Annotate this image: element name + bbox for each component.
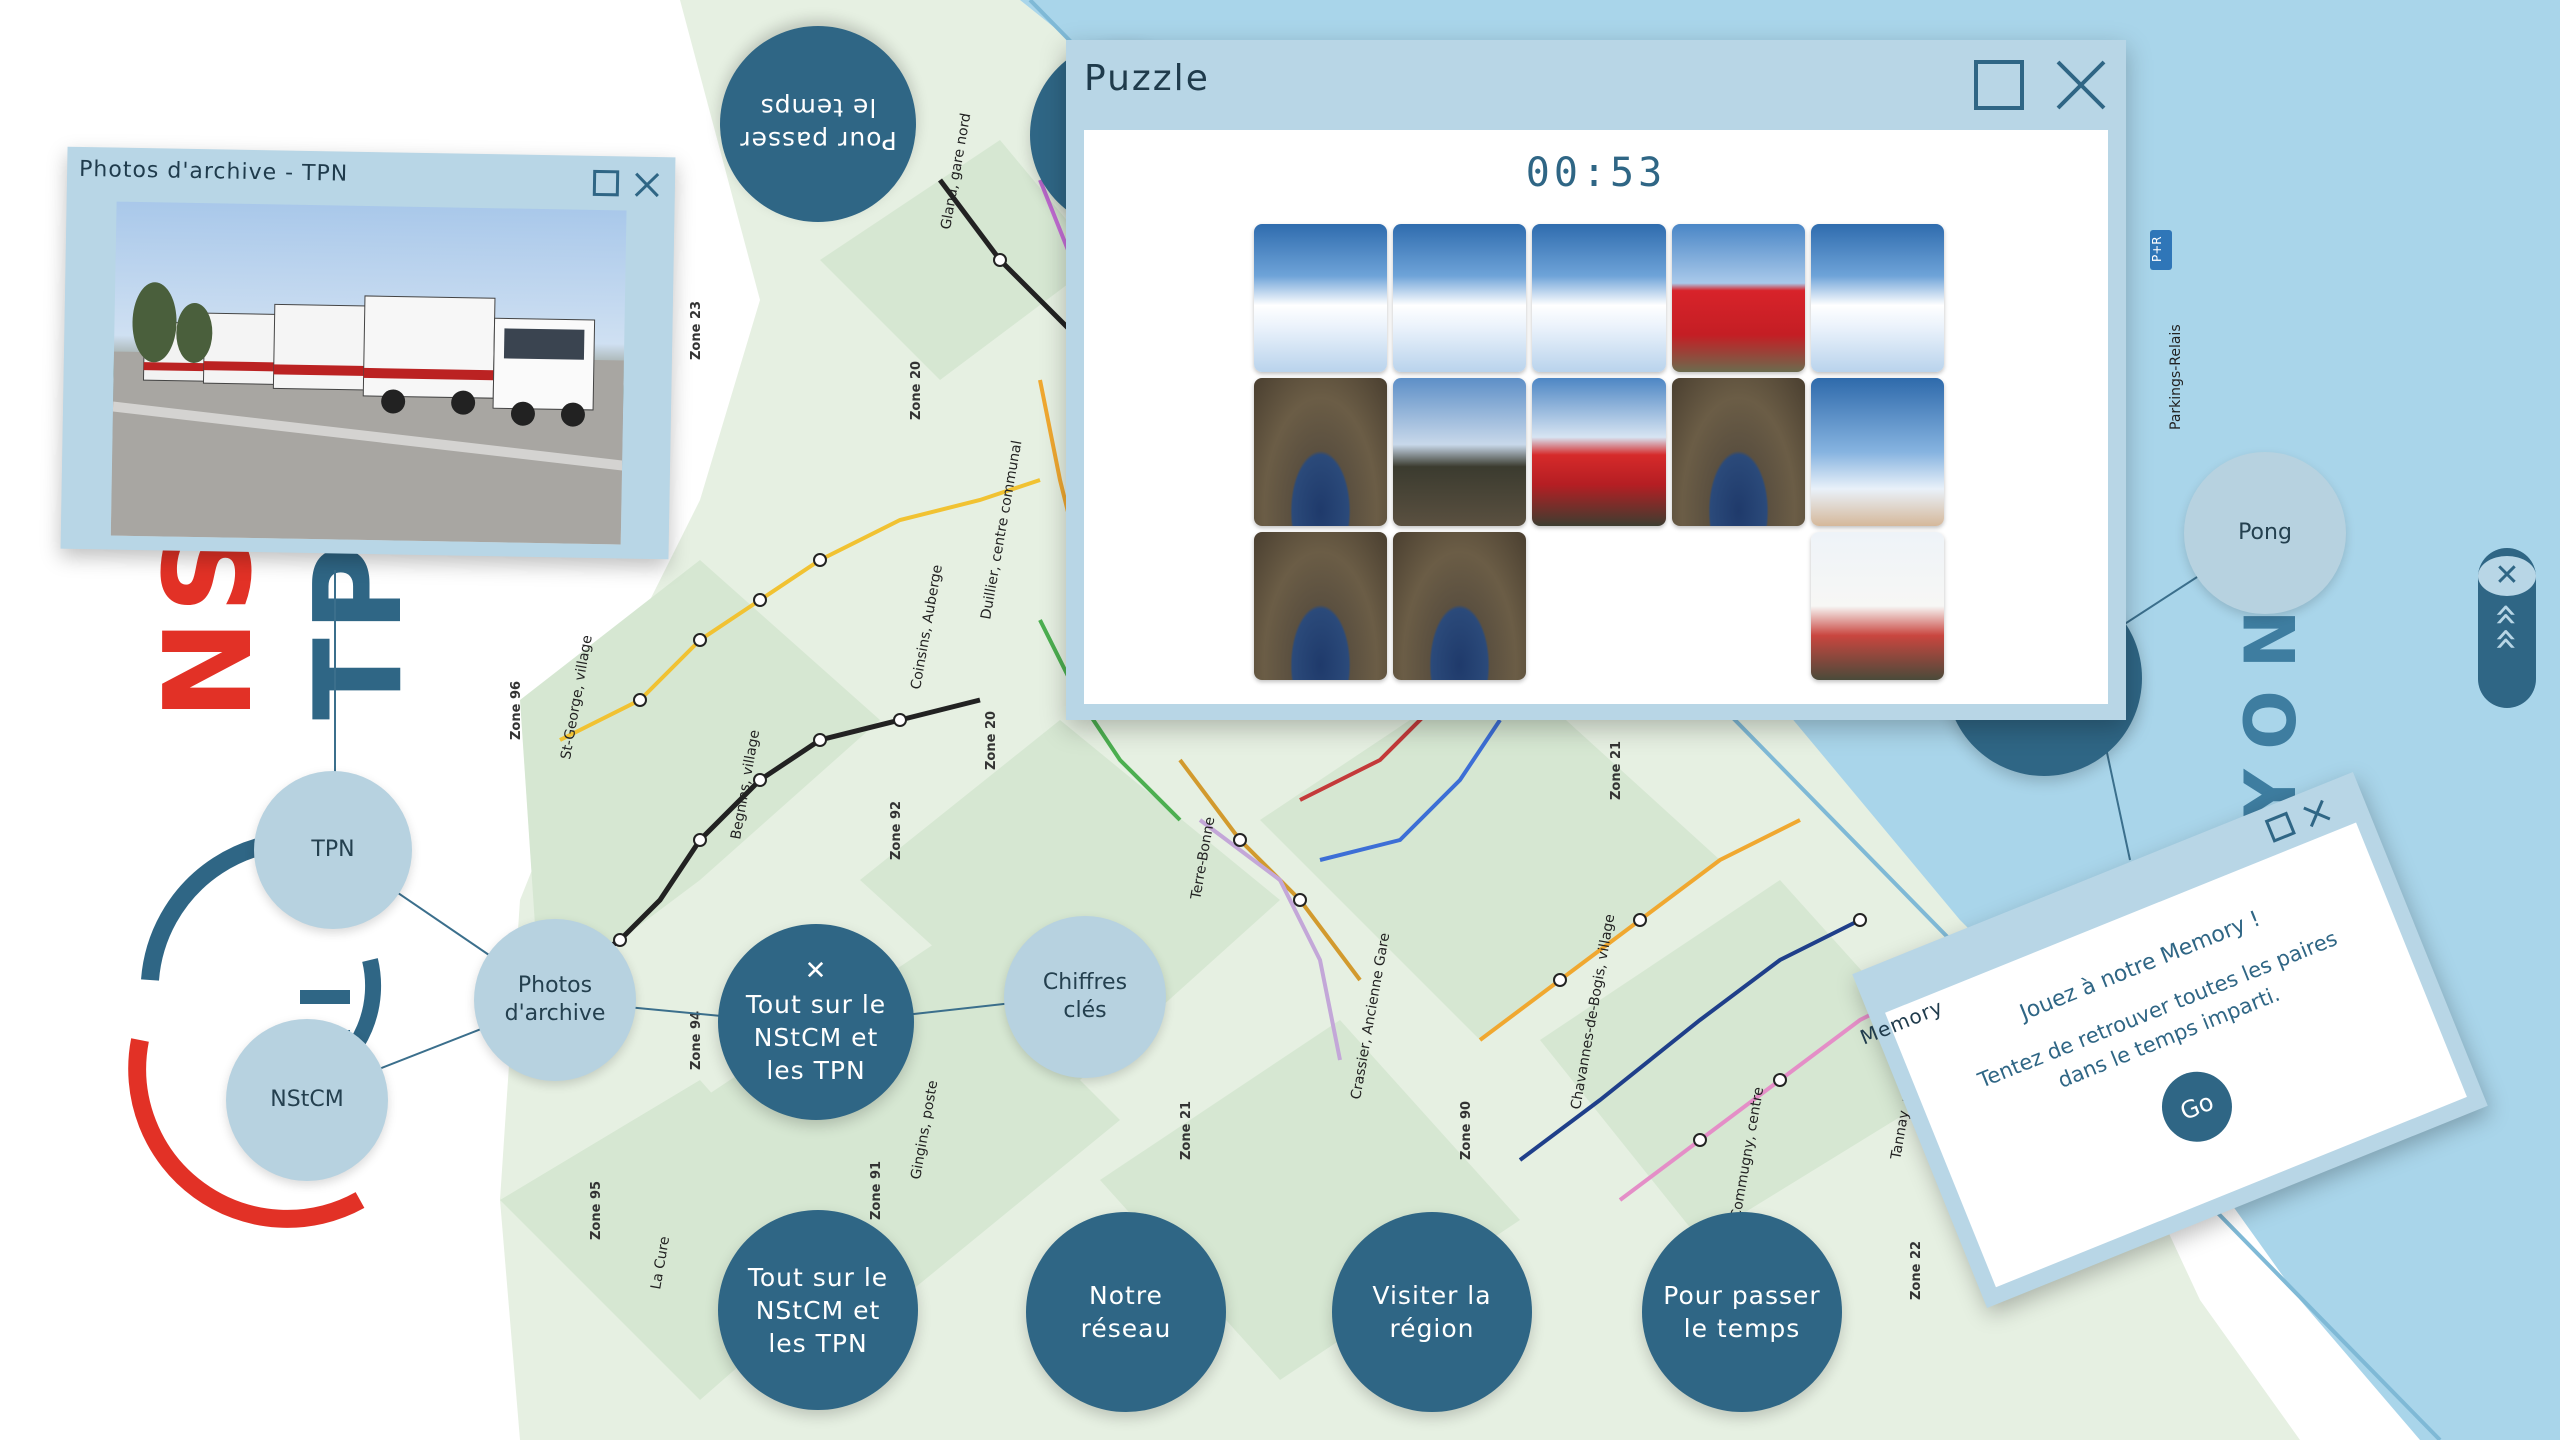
puzzle-empty-slot bbox=[1532, 532, 1665, 680]
maximize-icon[interactable] bbox=[1974, 60, 2024, 110]
puzzle-window[interactable]: Puzzle 00:53 bbox=[1066, 40, 2126, 720]
sub-item-tpn-label: TPN bbox=[311, 837, 355, 862]
puzzle-tile[interactable] bbox=[1393, 532, 1527, 680]
puzzle-tile[interactable] bbox=[1810, 224, 1944, 372]
puzzle-tile[interactable] bbox=[1532, 378, 1666, 526]
photos-archive-window[interactable]: Photos d'archive - TPN bbox=[60, 146, 676, 560]
collapse-chevron-icon: « bbox=[2484, 602, 2530, 627]
photos-window-title: Photos d'archive - TPN bbox=[78, 156, 349, 187]
maximize-icon[interactable] bbox=[2264, 811, 2296, 843]
side-tab-close-icon[interactable]: ✕ bbox=[2478, 556, 2536, 596]
pong-item[interactable]: Pong bbox=[2184, 452, 2346, 614]
svg-text:Zone 94: Zone 94 bbox=[689, 1011, 704, 1070]
memory-line-2: Tentez de retrouver toutes les paires bbox=[1974, 926, 2341, 1093]
puzzle-window-title: Puzzle bbox=[1084, 58, 1210, 99]
maximize-icon[interactable] bbox=[592, 169, 620, 197]
close-icon[interactable] bbox=[2300, 797, 2334, 831]
svg-text:Zone 22: Zone 22 bbox=[1909, 1241, 1924, 1300]
puzzle-tile[interactable] bbox=[1810, 378, 1944, 526]
puzzle-tile[interactable] bbox=[1810, 532, 1944, 680]
bottom-notre-reseau-label: Notre réseau bbox=[1080, 1281, 1172, 1343]
svg-text:Zone 20: Zone 20 bbox=[909, 361, 924, 420]
close-icon[interactable] bbox=[633, 171, 661, 199]
bus-lineup-graphic bbox=[110, 282, 624, 545]
bottom-visiter-la-region[interactable]: Visiter la région bbox=[1332, 1212, 1532, 1412]
puzzle-timer: 00:53 bbox=[1525, 150, 1667, 196]
archive-photo bbox=[110, 201, 627, 545]
svg-text:Zone 90: Zone 90 bbox=[1459, 1101, 1474, 1160]
bottom-notre-reseau[interactable]: Notre réseau bbox=[1026, 1212, 1226, 1412]
puzzle-content: 00:53 bbox=[1084, 130, 2108, 704]
svg-text:Parkings-Relais: Parkings-Relais bbox=[2168, 324, 2184, 430]
svg-text:P+R: P+R bbox=[2150, 236, 2164, 262]
bottom-visiter-label: Visiter la région bbox=[1372, 1281, 1492, 1343]
side-tab[interactable]: ✕ «« bbox=[2478, 548, 2536, 708]
svg-text:Zone 21: Zone 21 bbox=[1609, 741, 1624, 800]
puzzle-tile[interactable] bbox=[1532, 224, 1666, 372]
svg-text:Zone 23: Zone 23 bbox=[689, 301, 704, 360]
bottom-tout-sur-le-nstcm[interactable]: Tout sur le NStCM et les TPN bbox=[718, 1210, 918, 1410]
puzzle-tile[interactable] bbox=[1254, 532, 1388, 680]
top-circle-label: Pour passer le temps bbox=[739, 93, 897, 155]
svg-text:Zone 21: Zone 21 bbox=[1179, 1101, 1194, 1160]
memory-go-label: Go bbox=[2176, 1087, 2218, 1126]
puzzle-empty-slot bbox=[1672, 532, 1805, 680]
svg-text:Zone 91: Zone 91 bbox=[869, 1161, 884, 1220]
sub-item-tpn[interactable]: TPN bbox=[254, 771, 412, 929]
sub-item-photos-archive[interactable]: Photos d'archive bbox=[474, 919, 636, 1081]
puzzle-tile[interactable] bbox=[1671, 378, 1805, 526]
sub-item-photos-label: Photos d'archive bbox=[504, 973, 606, 1026]
pong-label: Pong bbox=[2238, 520, 2292, 545]
bottom-pour-passer-label: Pour passer le temps bbox=[1663, 1281, 1821, 1343]
sub-item-chiffres-cles[interactable]: Chiffres clés bbox=[1004, 916, 1166, 1078]
close-icon[interactable] bbox=[2054, 58, 2108, 112]
hub-label: Tout sur le NStCM et les TPN bbox=[745, 989, 887, 1085]
hub-tout-sur-le-nstcm[interactable]: ✕ Tout sur le NStCM et les TPN bbox=[718, 924, 914, 1120]
svg-text:Zone 95: Zone 95 bbox=[589, 1181, 604, 1240]
sub-item-chiffres-label: Chiffres clés bbox=[1042, 970, 1128, 1023]
collapse-chevron-icon-2: « bbox=[2484, 627, 2530, 652]
puzzle-tile[interactable] bbox=[1254, 224, 1388, 372]
sub-item-nstcm-label: NStCM bbox=[270, 1087, 344, 1112]
svg-text:Zone 92: Zone 92 bbox=[889, 801, 904, 860]
sub-item-nstcm[interactable]: NStCM bbox=[226, 1019, 388, 1181]
puzzle-tile[interactable] bbox=[1671, 224, 1805, 372]
hub-close-icon[interactable]: ✕ bbox=[804, 955, 828, 986]
puzzle-tile[interactable] bbox=[1393, 378, 1527, 526]
bottom-tout-sur-label: Tout sur le NStCM et les TPN bbox=[747, 1262, 889, 1358]
memory-go-button[interactable]: Go bbox=[2151, 1061, 2243, 1153]
puzzle-grid bbox=[1254, 224, 1944, 680]
svg-text:Zone 20: Zone 20 bbox=[984, 711, 999, 770]
memory-window[interactable]: Jouez à notre Memory ! Tentez de retrouv… bbox=[1852, 771, 2488, 1309]
puzzle-tile[interactable] bbox=[1254, 378, 1388, 526]
top-circle-pour-passer-le-temps[interactable]: Pour passer le temps bbox=[720, 26, 916, 222]
svg-text:Zone 96: Zone 96 bbox=[509, 681, 524, 740]
puzzle-tile[interactable] bbox=[1393, 224, 1527, 372]
bottom-pour-passer-le-temps[interactable]: Pour passer le temps bbox=[1642, 1212, 1842, 1412]
side-tab-collapse-icon[interactable]: «« bbox=[2484, 598, 2530, 656]
